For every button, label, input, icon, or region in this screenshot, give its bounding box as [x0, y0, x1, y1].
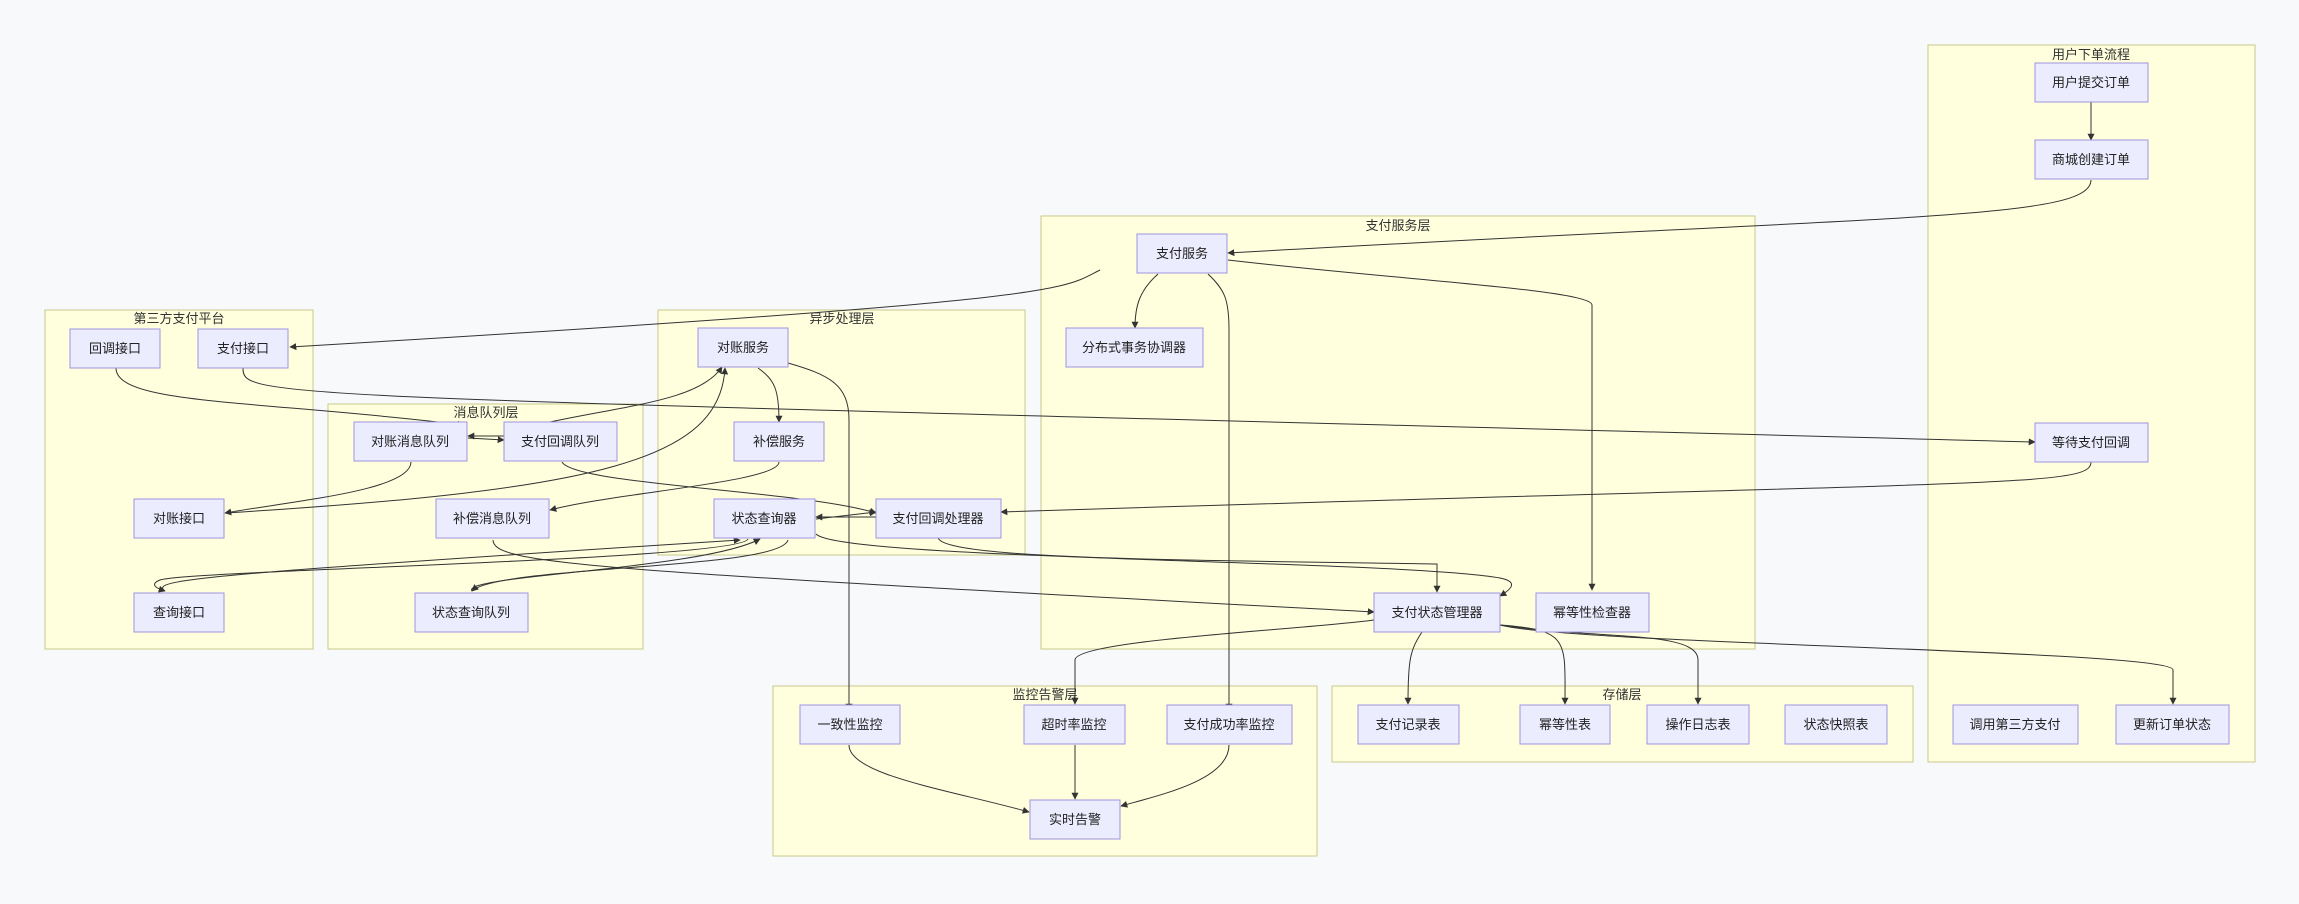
edge-statequery-handler [815, 509, 877, 520]
node-update-status-label: 更新订单状态 [2133, 717, 2211, 733]
node-submit-order[interactable]: 用户提交订单 [2034, 62, 2149, 103]
edge-reconservice-comp [757, 367, 783, 423]
node-pay-record-label: 支付记录表 [1375, 718, 1440, 733]
node-dist-tx[interactable]: 分布式事务协调器 [1065, 327, 1204, 368]
edge-statemgr-payrecord [1404, 631, 1423, 705]
node-state-mgr[interactable]: 支付状态管理器 [1373, 592, 1501, 633]
edge-statequery-queryapi [154, 538, 749, 593]
node-update-status[interactable]: 更新订单状态 [2115, 704, 2230, 745]
node-call-third-label: 调用第三方支付 [1969, 717, 2060, 733]
node-dist-tx-label: 分布式事务协调器 [1082, 340, 1186, 356]
edge-compqueue-statemgr [492, 539, 1375, 616]
edge-consistency-alert [848, 744, 1030, 814]
node-comp-service[interactable]: 补偿服务 [733, 421, 825, 462]
node-recon-api[interactable]: 对账接口 [133, 498, 225, 539]
node-pay-service[interactable]: 支付服务 [1136, 233, 1228, 274]
node-callback-api[interactable]: 回调接口 [69, 328, 161, 369]
node-pay-service-label: 支付服务 [1156, 246, 1208, 262]
edge-payapi-wait [242, 367, 2036, 446]
node-callback-queue-label: 支付回调队列 [521, 435, 599, 450]
cluster-async-label: 异步处理层 [809, 312, 874, 327]
node-recon-api-label: 对账接口 [153, 511, 205, 527]
node-create-order[interactable]: 商城创建订单 [2034, 139, 2149, 180]
edge-success-alert [1120, 744, 1230, 808]
node-callback-queue[interactable]: 支付回调队列 [503, 421, 618, 462]
node-callback-handler[interactable]: 支付回调处理器 [875, 498, 1002, 539]
node-idem-table[interactable]: 幂等性表 [1519, 704, 1611, 745]
edge-payservice-idem [1227, 259, 1596, 591]
node-recon-service-label: 对账服务 [717, 340, 769, 356]
node-pay-record[interactable]: 支付记录表 [1357, 704, 1460, 745]
node-callback-api-label: 回调接口 [89, 341, 141, 357]
node-alert-label: 实时告警 [1049, 812, 1101, 828]
node-op-log[interactable]: 操作日志表 [1646, 704, 1750, 745]
node-pay-api[interactable]: 支付接口 [197, 328, 289, 369]
node-submit-order-label: 用户提交订单 [2052, 75, 2130, 91]
edge-statemgr-timeout [1071, 619, 1375, 705]
edge-reconqueue-reconapi [224, 461, 412, 516]
node-consistency-mon-label: 一致性监控 [817, 718, 882, 733]
edge-reconapi-reconservice [224, 367, 729, 514]
edge-callbackapi-reconqueue [115, 367, 465, 428]
edge-reconservice-recon-monitor [787, 362, 853, 711]
node-query-api-label: 查询接口 [153, 605, 205, 621]
node-query-queue-label: 状态查询队列 [432, 606, 510, 621]
node-recon-service[interactable]: 对账服务 [697, 327, 789, 368]
node-idem-checker-label: 幂等性检查器 [1553, 605, 1631, 621]
node-query-api[interactable]: 查询接口 [133, 592, 225, 633]
edge-wait-handler [1000, 461, 2092, 516]
cluster-payment-service: 支付服务层 [1040, 215, 1756, 650]
node-state-query[interactable]: 状态查询器 [713, 498, 816, 539]
node-idem-table-label: 幂等性表 [1539, 717, 1591, 733]
edge-statemgr-updatestatus [1499, 624, 2177, 705]
edge-statequery-statemgr [815, 533, 1512, 597]
node-wait-callback[interactable]: 等待支付回调 [2034, 422, 2149, 463]
node-state-query-label: 状态查询器 [731, 512, 796, 527]
node-state-mgr-label: 支付状态管理器 [1391, 606, 1482, 621]
node-comp-service-label: 补偿服务 [753, 434, 805, 450]
edge-payservice-disttx [1131, 273, 1159, 329]
cluster-monitor-label: 监控告警层 [1012, 687, 1077, 703]
edge-reconqueue-callbackqueue [467, 436, 505, 444]
edge-payservice-payapi [289, 269, 1101, 351]
node-timeout-mon[interactable]: 超时率监控 [1023, 704, 1126, 745]
node-idem-checker[interactable]: 幂等性检查器 [1535, 592, 1650, 633]
edge-callbackqueue-handler [561, 461, 877, 515]
cluster-user-flow-label: 用户下单流程 [2052, 47, 2130, 63]
cluster-payment-service-label: 支付服务层 [1365, 218, 1430, 234]
node-recon-queue[interactable]: 对账消息队列 [353, 421, 468, 462]
node-timeout-mon-label: 超时率监控 [1041, 717, 1106, 733]
edge-create-payservice [1227, 179, 2092, 257]
node-success-mon[interactable]: 支付成功率监控 [1166, 704, 1293, 745]
node-pay-api-label: 支付接口 [217, 341, 269, 357]
cluster-third-party-label: 第三方支付平台 [133, 311, 224, 327]
node-call-third[interactable]: 调用第三方支付 [1952, 704, 2079, 745]
edges [115, 102, 2177, 814]
node-recon-queue-label: 对账消息队列 [371, 434, 449, 450]
node-alert[interactable]: 实时告警 [1029, 799, 1121, 840]
node-snapshot-label: 状态快照表 [1803, 718, 1868, 733]
cluster-storage-label: 存储层 [1602, 688, 1641, 703]
node-wait-callback-label: 等待支付回调 [2052, 435, 2130, 451]
edge-statemgr-idemtable [1499, 624, 1569, 705]
node-op-log-label: 操作日志表 [1665, 717, 1730, 733]
edge-statequery-queryqueue [471, 539, 789, 592]
edge-payservice-success [1207, 273, 1233, 711]
node-create-order-label: 商城创建订单 [2052, 153, 2130, 168]
edge-callbackqueue-reconservice [549, 366, 723, 423]
node-comp-queue-label: 补偿消息队列 [453, 511, 531, 527]
cluster-mq-label: 消息队列层 [453, 405, 518, 421]
node-snapshot[interactable]: 状态快照表 [1784, 704, 1888, 745]
node-callback-handler-label: 支付回调处理器 [892, 512, 983, 527]
node-success-mon-label: 支付成功率监控 [1183, 717, 1274, 733]
node-comp-queue[interactable]: 补偿消息队列 [435, 498, 550, 539]
node-query-queue[interactable]: 状态查询队列 [414, 592, 529, 633]
node-consistency-mon[interactable]: 一致性监控 [799, 704, 901, 745]
